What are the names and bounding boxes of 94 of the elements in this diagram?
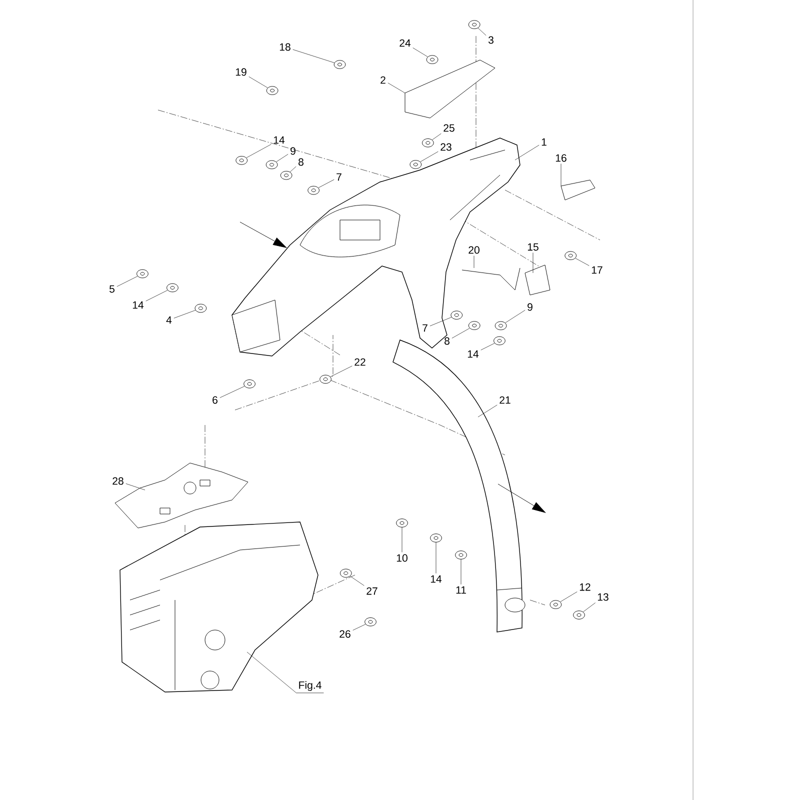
callout-number: 3	[488, 36, 494, 44]
callout-number: 14	[430, 575, 442, 583]
leader-line	[290, 166, 296, 172]
leader-line	[560, 164, 562, 186]
callout-number: 19	[236, 68, 246, 76]
leader-line	[350, 576, 364, 586]
callout-number: 8	[444, 337, 450, 345]
callout-number: 25	[444, 124, 454, 132]
part-drawing	[494, 336, 506, 346]
callout-number: 15	[528, 243, 538, 251]
part-drawing	[422, 138, 434, 148]
leader-line	[220, 386, 245, 398]
leader-line	[432, 133, 442, 140]
leader-line	[292, 49, 335, 63]
leader-line	[352, 624, 366, 630]
part-drawing	[334, 60, 346, 69]
callout-number: 4	[166, 316, 172, 324]
leader-line	[560, 592, 578, 602]
part-drawing	[236, 156, 248, 165]
leader-line	[246, 652, 324, 694]
leader-line	[478, 404, 498, 418]
callout-number: 24	[400, 39, 411, 47]
callout-number: 10	[396, 554, 408, 562]
callout-number: 14	[468, 350, 479, 358]
part-drawing	[320, 374, 332, 384]
callout-number: 27	[366, 587, 378, 595]
callout-number: 8	[298, 158, 304, 166]
part-drawing	[468, 20, 480, 30]
part-drawing	[244, 380, 256, 388]
callout-number: 5	[110, 285, 114, 293]
leader-line	[248, 76, 268, 88]
callout-number: 14	[274, 136, 285, 144]
callout-number: 7	[422, 324, 428, 332]
callout-number: 28	[112, 477, 124, 485]
callout-number: 1	[542, 138, 546, 146]
part-drawing	[396, 518, 408, 528]
part-drawing	[426, 55, 438, 64]
callout-number: 17	[592, 266, 602, 274]
part-drawing	[136, 269, 148, 278]
part-drawing	[340, 568, 352, 578]
callout-number: 23	[440, 143, 452, 151]
leader-line	[276, 154, 288, 162]
callout-number: 7	[336, 173, 342, 181]
leader-line	[505, 310, 526, 324]
callout-number: 16	[556, 154, 566, 162]
part-drawing	[410, 160, 422, 169]
leader-line	[116, 276, 138, 287]
callout-number: 21	[500, 396, 510, 404]
callout-number: 20	[468, 246, 480, 254]
callout-number: 9	[528, 303, 532, 311]
part-drawing	[450, 310, 463, 320]
leader-line	[146, 290, 168, 302]
part-drawing	[266, 160, 278, 170]
part-drawing	[266, 86, 278, 95]
leader-line	[388, 82, 406, 94]
part-drawing	[550, 600, 562, 609]
callout-number: 22	[354, 358, 366, 366]
leader-line	[575, 258, 590, 266]
leader-line	[412, 48, 428, 57]
leader-line	[420, 151, 438, 162]
leader-line	[480, 343, 495, 350]
callout-number: 18	[280, 43, 290, 51]
part-drawing	[280, 170, 292, 180]
leader-line	[430, 317, 452, 326]
part-drawing	[494, 321, 507, 330]
callout-number: 2	[380, 76, 386, 84]
callout-number: 6	[212, 396, 218, 404]
callout-number: 12	[580, 583, 590, 591]
leader-line	[514, 144, 540, 160]
part-drawing	[573, 610, 585, 620]
callout-number: 13	[598, 593, 608, 601]
part-drawing	[166, 283, 178, 292]
callout-number: 14	[132, 301, 144, 309]
leader-line	[583, 602, 596, 612]
leader-line	[246, 144, 272, 158]
leader-line	[318, 179, 334, 188]
part-drawing	[564, 251, 577, 260]
leader-line	[330, 366, 352, 377]
part-drawing	[308, 186, 320, 195]
leader-line	[460, 559, 462, 585]
part-drawing	[364, 617, 376, 626]
part-drawing	[430, 534, 442, 542]
leader-line	[532, 252, 534, 274]
callout-number: 9	[290, 147, 296, 155]
leader-line	[452, 328, 470, 338]
callout-number: 26	[340, 630, 350, 638]
callout-number: Fig.4	[299, 681, 322, 691]
part-drawing	[468, 321, 480, 330]
leader-line	[478, 28, 486, 36]
leader-line	[126, 483, 146, 490]
leader-line	[174, 310, 196, 318]
part-drawing	[455, 550, 467, 560]
callout-number: 11	[456, 586, 466, 594]
part-drawing	[194, 304, 207, 313]
